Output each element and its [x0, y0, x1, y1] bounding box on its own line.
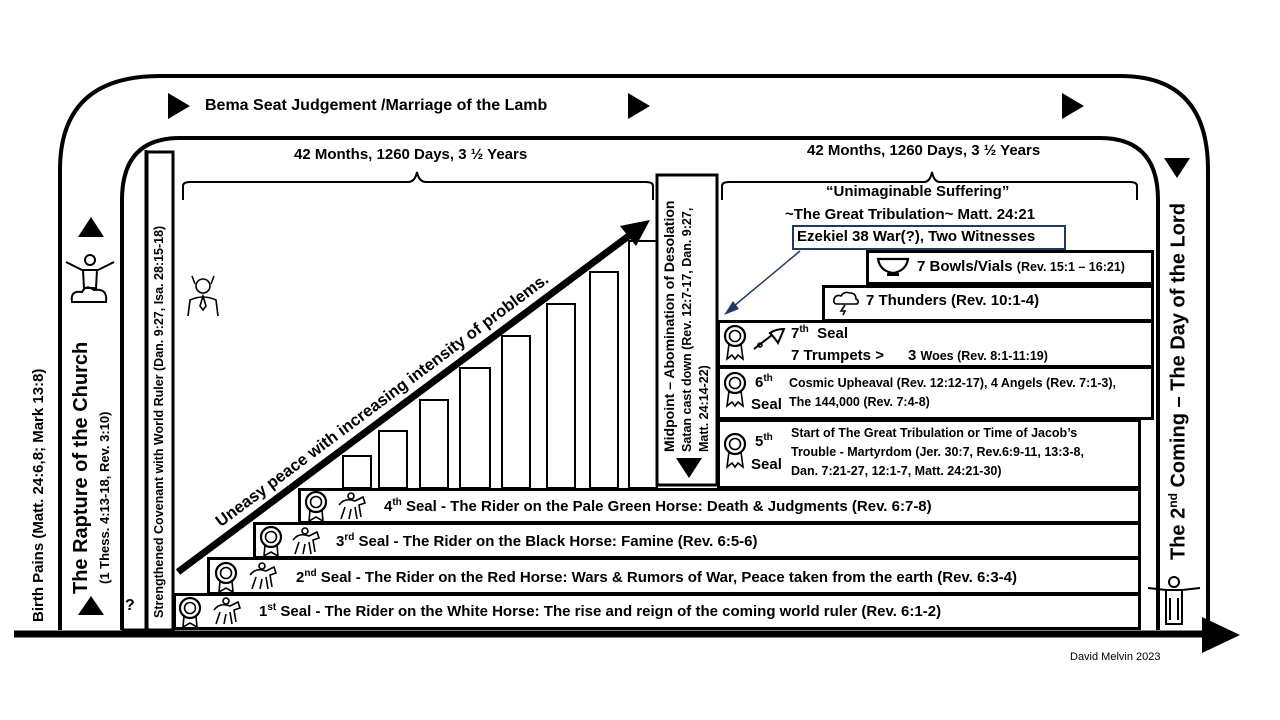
thunders-row	[822, 285, 1154, 322]
seal6-number: 6th	[755, 373, 773, 391]
seal7-trumpets: 7 Trumpets >	[791, 347, 884, 364]
up-triangle-icon	[78, 217, 104, 237]
rapture-figure-icon	[65, 254, 115, 303]
seal6-line2: The 144,000 (Rev. 7:4-8)	[789, 395, 930, 409]
right-period-label: 42 Months, 1260 Days, 3 ½ Years	[807, 142, 1041, 159]
horse-rider-icon	[338, 492, 367, 520]
seal-badge-icon	[723, 371, 747, 408]
up-triangle-icon	[78, 596, 104, 615]
question-mark: ?	[125, 597, 135, 614]
seal7-woes: 3 Woes (Rev. 8:1-11:19)	[908, 347, 1048, 364]
intensity-bars	[342, 240, 658, 489]
covenant-box	[145, 150, 175, 632]
horse-rider-icon	[213, 597, 242, 625]
seal3-label: 3rd Seal - The Rider on the Black Horse:…	[336, 532, 758, 550]
seal-badge-icon	[723, 432, 747, 469]
outer-arc	[58, 74, 1210, 630]
down-triangle-icon	[676, 458, 702, 478]
seal-badge-icon	[178, 596, 202, 628]
seal5-number: 5th	[755, 432, 773, 450]
seal2-label: 2nd Seal - The Rider on the Red Horse: W…	[296, 568, 1018, 586]
midpoint-line3: Matt. 24:14-22)	[697, 365, 711, 452]
rapture-refs: (1 Thess. 4:13-18, Rev. 3:10)	[97, 411, 112, 584]
seal4-label: 4th Seal - The Rider on the Pale Green H…	[384, 497, 932, 515]
ezekiel-label: Ezekiel 38 War(?), Two Witnesses	[797, 228, 1036, 245]
inner-arc	[120, 136, 1160, 630]
horse-rider-icon	[292, 527, 321, 555]
seal5-word: Seal	[751, 456, 782, 473]
bowls-row	[866, 250, 1154, 285]
horse-rider-icon	[249, 562, 278, 590]
midpoint-line1: Midpoint – Abomination of Desolation	[661, 200, 677, 452]
left-brace	[182, 171, 654, 200]
thunder-cloud-icon	[833, 291, 860, 316]
seal6-line1: Cosmic Upheaval (Rev. 12:12-17), 4 Angel…	[789, 376, 1116, 390]
bowl-icon	[876, 257, 910, 276]
right-brace	[721, 171, 1138, 200]
rapture-title: The Rapture of the Church	[70, 341, 92, 594]
returning-christ-icon	[1147, 576, 1201, 625]
play-triangle-icon	[628, 93, 650, 119]
midpoint-line2: Satan cast down (Rev. 12:7-17, Dan. 9:27…	[680, 207, 694, 452]
seal-badge-icon	[214, 561, 238, 593]
seal1-row	[173, 593, 1141, 630]
seal7-title: 7th Seal	[791, 324, 848, 342]
diagonal-arrow	[175, 229, 637, 575]
seal-badge-icon	[259, 525, 283, 557]
trumpet-icon	[753, 327, 786, 350]
covenant-label: Strengthened Covenant with World Ruler (…	[152, 225, 166, 618]
second-coming-title: The 2nd Coming – The Day of the Lord	[1166, 203, 1190, 560]
seal5-row	[717, 419, 1141, 489]
seal5-line1: Start of The Great Tribulation or Time o…	[791, 426, 1078, 440]
seal5-line2: Trouble - Martyrdom (Jer. 30:7, Rev.6:9-…	[791, 445, 1084, 459]
play-triangle-icon	[168, 93, 190, 119]
ezekiel-box	[792, 225, 1066, 250]
seal-badge-icon	[723, 324, 747, 361]
seal6-word: Seal	[751, 396, 782, 413]
seal5-line3: Dan. 7:21-27, 12:1-7, Matt. 24:21-30)	[791, 464, 1002, 478]
seal-badge-icon	[304, 490, 328, 522]
unimaginable-suffering: “Unimaginable Suffering”	[826, 183, 1010, 200]
seal6-row	[717, 366, 1154, 420]
thunders-label: 7 Thunders (Rev. 10:1-4)	[866, 292, 1040, 309]
world-ruler-icon	[187, 275, 219, 317]
author-credit: David Melvin 2023	[1070, 651, 1161, 663]
bema-seat-label: Bema Seat Judgement /Marriage of the Lam…	[205, 97, 548, 114]
birth-pains-label: Birth Pains (Matt. 24:6,8; Mark 13:8)	[30, 368, 47, 622]
great-tribulation-title: ~The Great Tribulation~ Matt. 24:21	[785, 206, 1036, 223]
play-triangle-icon	[1062, 93, 1084, 119]
down-triangle-icon	[1164, 158, 1190, 178]
left-period-label: 42 Months, 1260 Days, 3 ½ Years	[294, 146, 528, 163]
bowls-label: 7 Bowls/Vials (Rev. 15:1 – 16:21)	[917, 258, 1125, 275]
midpoint-box	[655, 173, 719, 487]
seal1-label: 1st Seal - The Rider on the White Horse:…	[259, 602, 942, 620]
